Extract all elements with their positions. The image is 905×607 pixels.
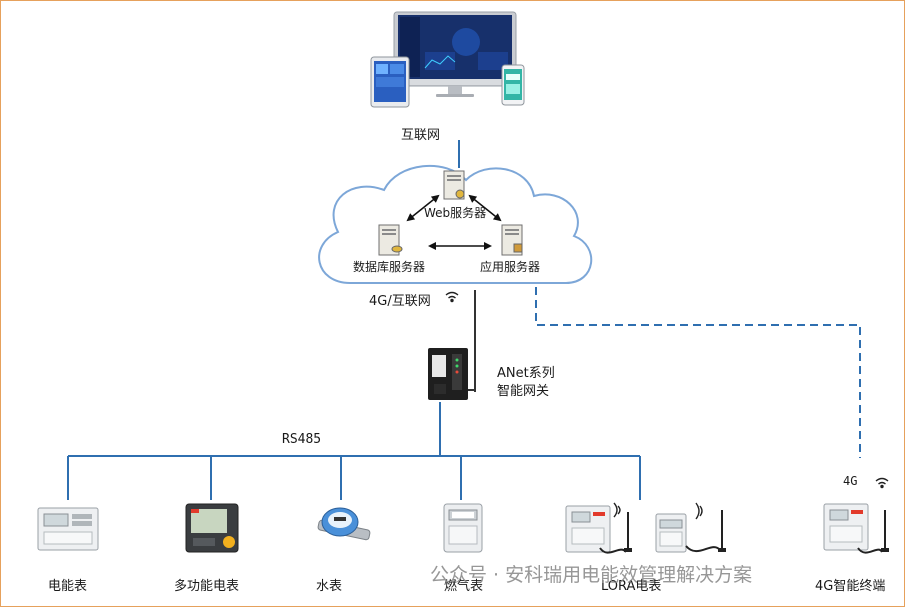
web-server-icon <box>443 170 465 200</box>
lora-meter-icon <box>565 502 632 554</box>
watermark: 公众号 · 安科瑞用电能效管理解决方案 <box>430 564 753 586</box>
db-server-label: 数据库服务器 <box>353 260 426 274</box>
gas-meter-icon <box>443 503 483 553</box>
web-db-arrow <box>406 194 440 222</box>
gateway-label-line1: ANet系列 <box>497 366 555 381</box>
device-label-1: 电能表 <box>48 579 88 594</box>
web-server-label: Web服务器 <box>424 206 487 220</box>
app-server-icon <box>501 224 523 256</box>
4g-label: 4G <box>843 474 858 488</box>
gateway-label-line2: 智能网关 <box>497 384 550 399</box>
device-label-4: 燃气表 <box>444 579 484 594</box>
monitor-icon <box>393 11 517 97</box>
4g-terminal-icon <box>823 503 889 554</box>
din-rail-meter-icon <box>37 507 99 551</box>
device-label-6: 4G智能终端 <box>815 579 886 594</box>
lora-meter-icon-2 <box>655 502 726 553</box>
4g-internet-label: 4G/互联网 <box>369 294 431 309</box>
gateway-icon <box>428 348 475 400</box>
db-server-icon <box>378 224 403 256</box>
device-label-2: 多功能电表 <box>174 579 240 594</box>
phone-icon <box>501 64 525 106</box>
water-meter-icon <box>317 507 371 541</box>
tablet-icon <box>370 56 410 108</box>
device-label-3: 水表 <box>316 579 343 594</box>
wifi-icon-4g <box>875 477 889 489</box>
rs485-label: RS485 <box>282 432 322 447</box>
app-server-label: 应用服务器 <box>480 260 541 274</box>
device-label-5: LORA电表 <box>601 579 662 594</box>
internet-label: 互联网 <box>401 128 441 143</box>
4g-dashed-link <box>535 287 861 458</box>
web-app-arrow <box>468 194 502 222</box>
multifunction-meter-icon <box>185 503 239 553</box>
wifi-icon <box>445 291 459 303</box>
